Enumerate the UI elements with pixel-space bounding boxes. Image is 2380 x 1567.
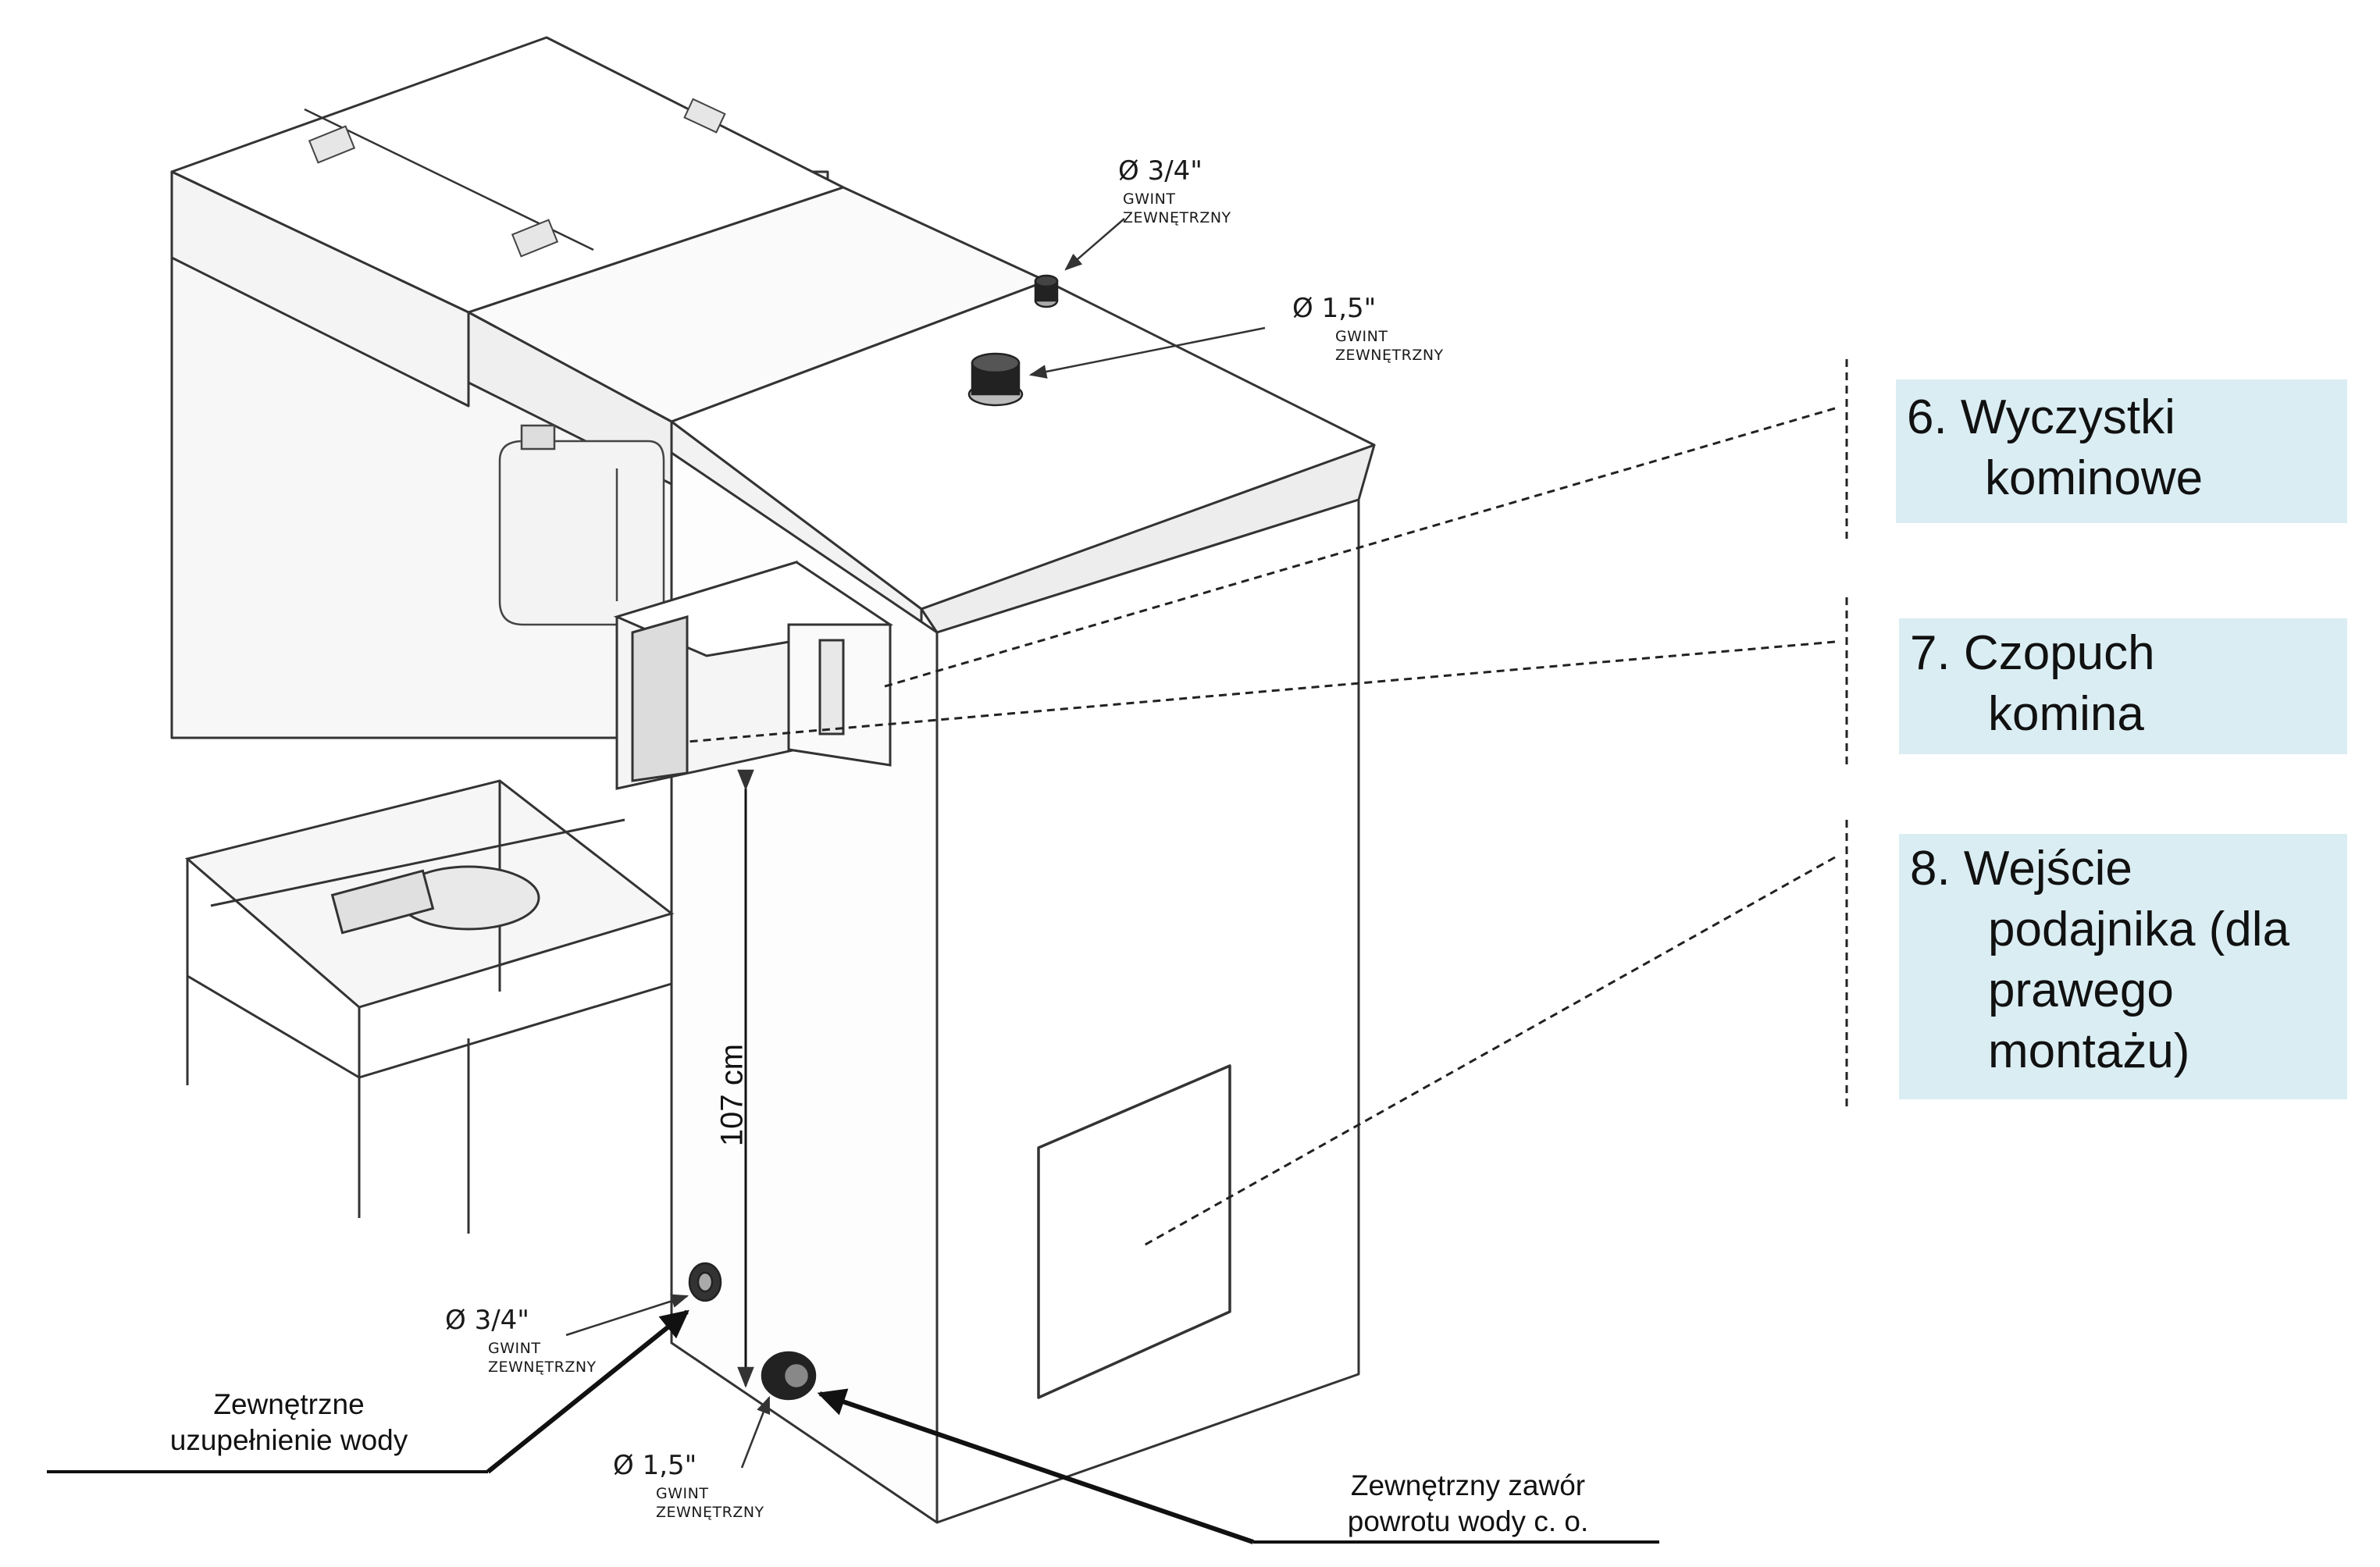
- note-water-fill-line2: uzupełnienie wody: [169, 1424, 408, 1457]
- callout-8-line4: montażu): [1988, 1024, 2190, 1079]
- label-top-15-diameter: Ø 1,5": [1292, 293, 1377, 324]
- callout-8-line2: podajnika (dla: [1988, 903, 2290, 957]
- label-bottom-15: Ø 1,5" GWINT ZEWNĘTRZNY: [613, 1452, 764, 1522]
- callout-8-line3: prawego: [1988, 963, 2174, 1018]
- note-water-fill-line1: Zewnętrzne: [213, 1388, 365, 1420]
- note-return-valve-line2: powrotu wody c. o.: [1347, 1505, 1589, 1538]
- feeder-frame: [184, 779, 675, 1234]
- bottom-annotation-lines: [47, 1309, 1659, 1544]
- top-connectors: [967, 274, 1059, 407]
- label-bottom-15-line2: ZEWNĘTRZNY: [656, 1503, 764, 1521]
- note-return-valve-line1: Zewnętrzny zawór: [1350, 1469, 1586, 1501]
- label-top-34-line1: GWINT: [1123, 191, 1176, 208]
- callout-6-line2: kominowe: [1985, 451, 2204, 506]
- bottom-connectors: [688, 1262, 817, 1401]
- connector-pointers: [565, 218, 1266, 1469]
- label-top-15-line2: ZEWNĘTRZNY: [1335, 346, 1444, 364]
- label-top-34: Ø 3/4" GWINT ZEWNĘTRZNY: [1118, 158, 1231, 228]
- callout-6-line1: 6. Wyczystki: [1907, 390, 2175, 444]
- boiler-body: [170, 36, 1376, 1524]
- callout-8: 8. Wejście podajnika (dla prawego montaż…: [1899, 834, 2347, 1099]
- label-bottom-34: Ø 3/4" GWINT ZEWNĘTRZNY: [445, 1307, 597, 1377]
- label-top-34-line2: ZEWNĘTRZNY: [1123, 208, 1231, 226]
- label-top-15-line1: GWINT: [1335, 328, 1388, 345]
- callout-leaders: [686, 407, 1836, 1247]
- label-bottom-34-diameter: Ø 3/4": [445, 1305, 529, 1336]
- label-bottom-34-line2: ZEWNĘTRZNY: [488, 1358, 597, 1376]
- feeder-access-panel: [1037, 1064, 1231, 1399]
- label-top-15: Ø 1,5" GWINT ZEWNĘTRZNY: [1292, 295, 1444, 365]
- water-tank: [498, 424, 665, 626]
- lid-hinges: [308, 98, 726, 258]
- callout-6: 6. Wyczystki kominowe: [1896, 379, 2347, 523]
- height-dimension-label: 107 cm: [714, 1043, 750, 1147]
- callout-8-line1: 8. Wejście: [1910, 842, 2132, 896]
- label-bottom-34-line1: GWINT: [488, 1340, 541, 1357]
- note-return-valve: Zewnętrzny zawór powrotu wody c. o.: [1327, 1468, 1609, 1540]
- label-bottom-15-diameter: Ø 1,5": [613, 1450, 697, 1481]
- callout-7: 7. Czopuch komina: [1899, 618, 2347, 754]
- label-bottom-15-line1: GWINT: [656, 1485, 709, 1502]
- note-water-fill: Zewnętrzne uzupełnienie wody: [156, 1387, 422, 1459]
- callout-7-line2: komina: [1988, 687, 2144, 742]
- label-top-34-diameter: Ø 3/4": [1118, 155, 1202, 187]
- callout-7-line1: 7. Czopuch: [1910, 626, 2155, 680]
